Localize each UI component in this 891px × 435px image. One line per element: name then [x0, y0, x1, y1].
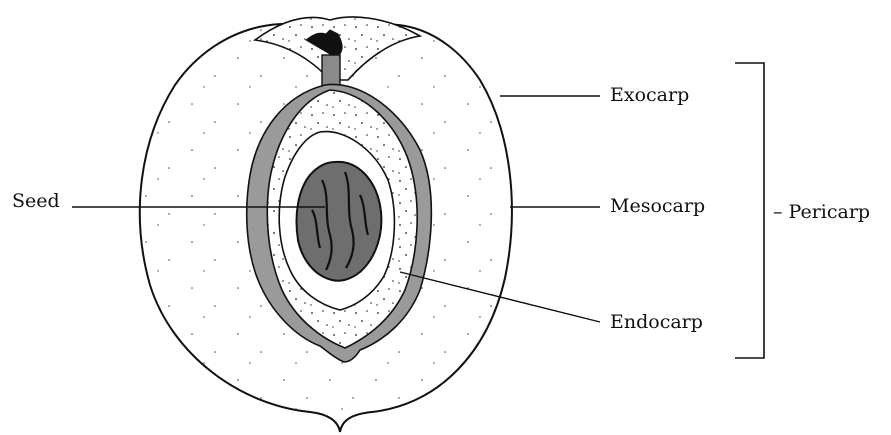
exocarp-label: Exocarp: [610, 86, 689, 105]
seed-label: Seed: [12, 192, 60, 211]
pericarp-bracket: [735, 63, 764, 358]
pericarp-label: – Pericarp: [773, 203, 870, 222]
seed-shape: [297, 162, 382, 281]
mesocarp-label: Mesocarp: [610, 197, 705, 216]
endocarp-label: Endocarp: [610, 313, 703, 332]
